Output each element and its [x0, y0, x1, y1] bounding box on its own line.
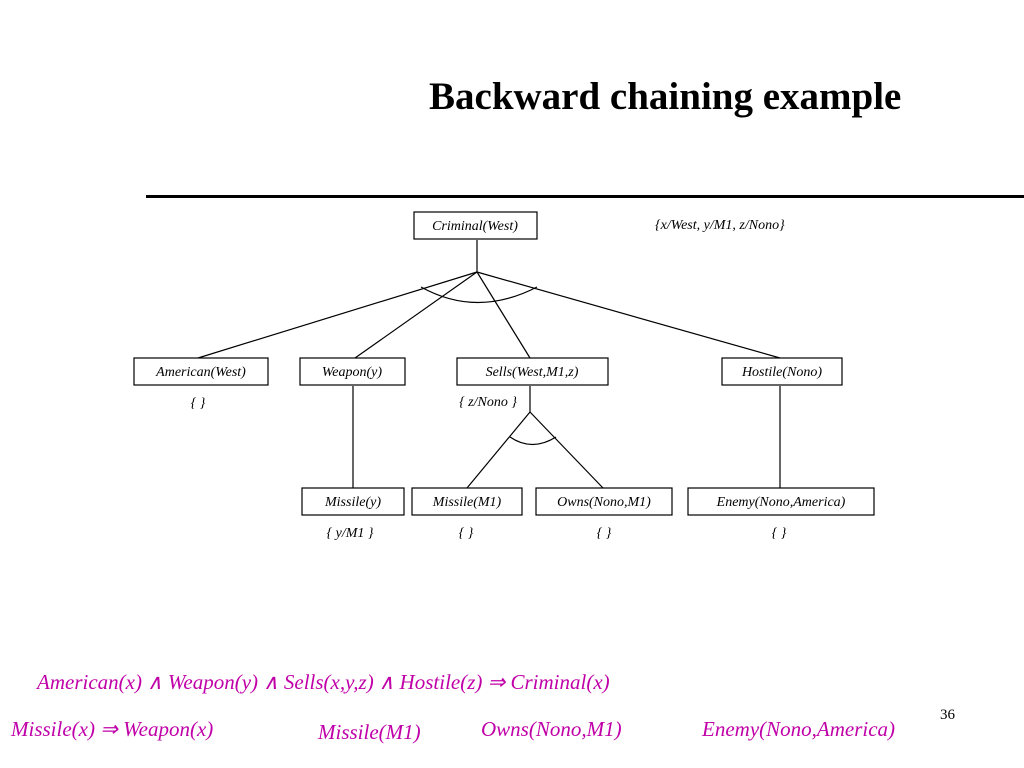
- title-underline: [146, 195, 1024, 198]
- node-missile-m1: Missile(M1): [411, 487, 523, 516]
- node-enemy: Enemy(Nono,America): [687, 487, 875, 516]
- page-number: 36: [940, 707, 955, 723]
- node-label: Owns(Nono,M1): [557, 495, 651, 510]
- node-label: Missile(M1): [432, 495, 502, 510]
- edge-root-weapon: [354, 271, 478, 359]
- node-label: Sells(West,M1,z): [486, 365, 579, 380]
- node-american-west: American(West): [133, 357, 269, 386]
- subst-owns: { }: [597, 526, 612, 541]
- kb-criminal-rule: American(x) ∧ Weapon(y) ∧ Sells(x,y,z) ∧…: [37, 670, 610, 694]
- tree-edges: [197, 240, 781, 489]
- subst-enemy: { }: [772, 526, 787, 541]
- and-arc-root: [420, 286, 538, 304]
- and-arc-sells: [509, 436, 557, 446]
- node-criminal-west: Criminal(West): [413, 211, 538, 240]
- node-label: Enemy(Nono,America): [716, 495, 846, 510]
- edge-sells-owns: [529, 411, 604, 489]
- subst-missile-y: { y/M1 }: [327, 526, 374, 541]
- edge-root-hostile: [476, 271, 781, 359]
- root-binding: {x/West, y/M1, z/Nono}: [655, 218, 785, 233]
- kb-fact-enemy: Enemy(Nono,America): [702, 717, 896, 741]
- node-label: Weapon(y): [322, 365, 382, 380]
- node-hostile-nono: Hostile(Nono): [721, 357, 843, 386]
- node-label: Hostile(Nono): [741, 365, 822, 380]
- node-weapon-y: Weapon(y): [299, 357, 406, 386]
- node-label: American(West): [155, 365, 246, 380]
- node-missile-y: Missile(y): [301, 487, 405, 516]
- slide-title: Backward chaining example: [429, 75, 902, 118]
- node-label: Criminal(West): [432, 219, 518, 234]
- subst-american: { }: [191, 396, 206, 411]
- node-owns: Owns(Nono,M1): [535, 487, 673, 516]
- edge-root-american: [197, 271, 478, 359]
- kb-fact-missile: Missile(M1): [318, 720, 421, 744]
- node-sells: Sells(West,M1,z): [456, 357, 609, 386]
- subst-sells: { z/Nono }: [459, 395, 517, 410]
- edge-sells-missile: [466, 411, 531, 489]
- node-label: Missile(y): [324, 495, 381, 510]
- kb-fact-owns: Owns(Nono,M1): [481, 717, 622, 741]
- subst-missile-m1: { }: [459, 526, 474, 541]
- kb-missile-rule: Missile(x) ⇒ Weapon(x): [11, 717, 214, 741]
- edge-root-sells: [476, 271, 531, 359]
